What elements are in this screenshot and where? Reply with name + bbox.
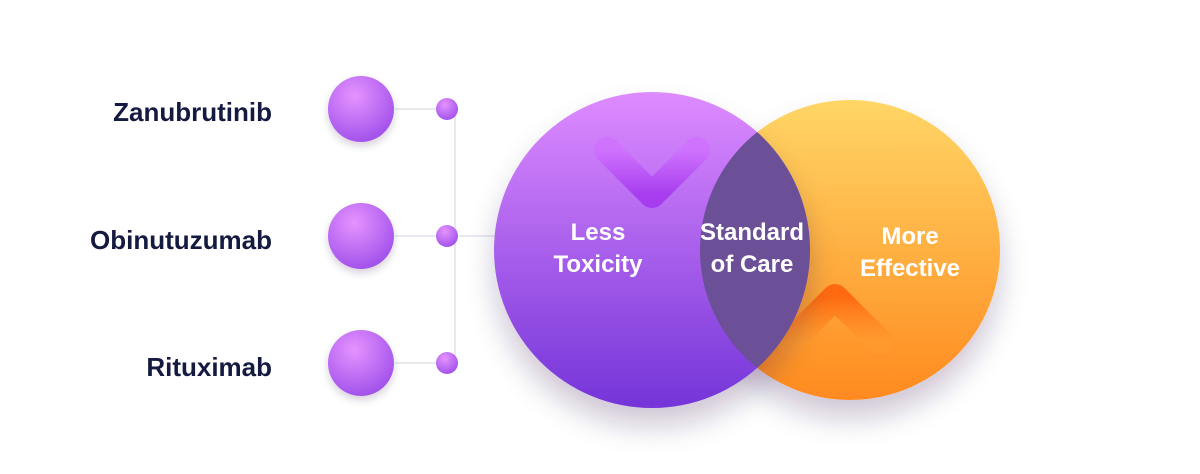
connector-dot (436, 98, 458, 120)
arrow-down-icon (594, 92, 710, 208)
venn-label-line: Standard (699, 219, 804, 246)
drug-circle-rituximab (328, 330, 394, 396)
venn-overlap-standard-of-care (700, 100, 810, 400)
venn-label-more-effective: More Effective (840, 221, 980, 285)
venn-label-less-toxicity: Less Toxicity (538, 217, 658, 281)
venn-label-line: Effective (859, 255, 961, 282)
drug-circle-obinutuzumab (328, 203, 394, 269)
drug-label-rituximab: Rituximab (146, 352, 272, 382)
venn-label-line: More (881, 223, 939, 250)
connector-dot (436, 225, 458, 247)
drug-circle-zanubrutinib (328, 76, 394, 142)
drug-label-obinutuzumab: Obinutuzumab (90, 225, 272, 255)
connector-dot (436, 352, 458, 374)
arrow-up-icon (777, 284, 893, 400)
venn-label-standard-of-care: Standard of Care (682, 217, 822, 281)
venn-label-line: Toxicity (553, 251, 643, 278)
drug-label-zanubrutinib: Zanubrutinib (113, 97, 272, 127)
venn-label-line: of Care (710, 251, 794, 278)
venn-label-line: Less (570, 219, 626, 246)
